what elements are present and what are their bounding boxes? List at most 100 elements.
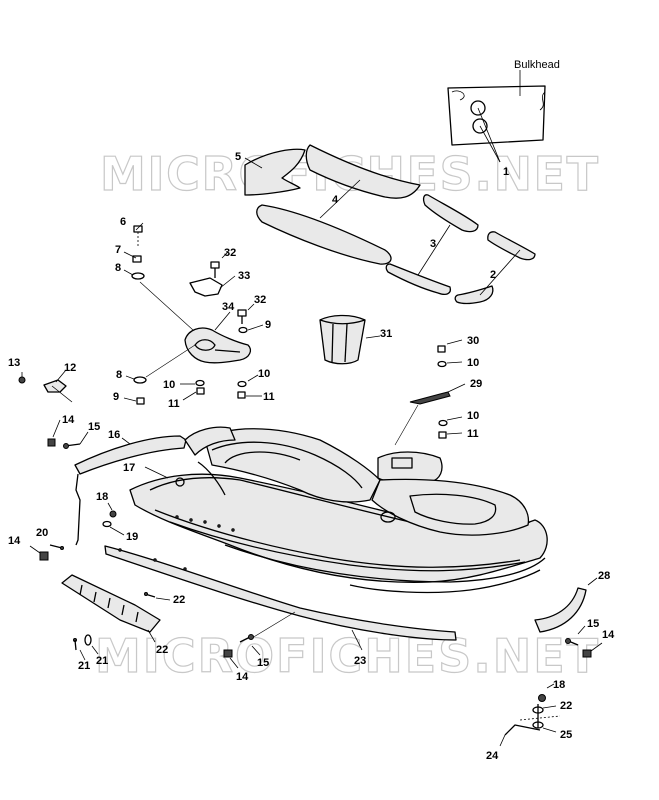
nut-18a: 18 — [96, 491, 117, 518]
mat-4-upper — [305, 144, 421, 199]
rail-25: 23 — [104, 545, 457, 667]
screw-20: 20 — [36, 527, 64, 550]
bolt-32a: 32 — [210, 247, 236, 278]
bolt-30: 30 — [437, 335, 479, 353]
washer-10c: 10 — [237, 368, 270, 388]
callout-14c: 14 — [236, 671, 249, 683]
callout-11a: 11 — [168, 398, 180, 410]
rub-rail-16: 16 — [74, 429, 187, 546]
washer-10d: 10 — [437, 357, 479, 369]
callout-3: 3 — [430, 238, 436, 250]
nut-7: 7 — [115, 244, 142, 263]
callout-2: 2 — [490, 269, 496, 281]
callout-8a: 8 — [115, 262, 121, 274]
bulkhead-label: Bulkhead — [514, 59, 560, 71]
nut-9: 9 — [113, 391, 145, 405]
callout-11c: 11 — [467, 428, 479, 440]
callout-10e: 10 — [467, 410, 479, 422]
nut-11b: 11 — [237, 391, 275, 403]
mat-3-lower: 3 — [385, 224, 452, 295]
callout-32b: 32 — [254, 294, 266, 306]
callout-33: 33 — [238, 270, 250, 282]
bolt-32b: 32 — [237, 294, 266, 324]
screw-15b: 15 — [239, 634, 269, 669]
callout-5: 5 — [235, 151, 241, 163]
callout-8b: 8 — [116, 369, 122, 381]
bracket-33: 33 — [189, 270, 250, 297]
callout-29: 29 — [470, 378, 482, 390]
callout-16: 16 — [108, 429, 120, 441]
washer-10a: 9 — [238, 319, 271, 334]
nut-11a: 11 — [168, 387, 205, 410]
bolt-6: 6 — [120, 216, 144, 246]
bracket-12: 12 — [43, 362, 76, 403]
callout-10a: 9 — [265, 319, 271, 331]
callout-34: 34 — [222, 301, 235, 313]
bracket-29: 29 — [394, 378, 482, 446]
handlebar-pad-34: 34 — [184, 301, 251, 364]
callout-12: 12 — [64, 362, 76, 374]
callout-30: 30 — [467, 335, 479, 347]
callout-13: 13 — [8, 357, 20, 369]
nut-18b: 18 — [538, 679, 565, 702]
washer-10e: 10 — [438, 410, 479, 427]
nut-14d: 14 — [582, 629, 615, 658]
callout-17: 17 — [123, 462, 135, 474]
washer-8b: 8 — [116, 344, 196, 384]
screw-24: 22 — [144, 592, 185, 606]
screw-21: 21 — [73, 638, 90, 672]
bracket-26: 24 — [486, 715, 561, 762]
washer-19: 19 — [102, 520, 138, 543]
callout-10b: 10 — [163, 379, 175, 391]
washer-8a: 8 — [115, 262, 194, 331]
callout-21: 21 — [78, 660, 90, 672]
callout-22b: 22 — [560, 700, 572, 712]
storage-basket-31: 31 — [319, 314, 392, 365]
callout-1: 1 — [503, 166, 509, 178]
mat-3-upper — [422, 194, 479, 233]
callout-24: 22 — [173, 594, 185, 606]
callout-11b: 11 — [263, 391, 275, 403]
callout-4: 4 — [332, 194, 339, 206]
callout-10d: 10 — [467, 357, 479, 369]
callout-32a: 32 — [224, 247, 236, 259]
callout-14b: 14 — [8, 535, 21, 547]
callout-25: 23 — [354, 655, 366, 667]
clip-13: 13 — [8, 357, 26, 384]
callout-18b: 18 — [553, 679, 565, 691]
mat-2-lower: 2 — [454, 249, 521, 305]
callout-26: 24 — [486, 750, 499, 762]
nut-11c: 11 — [438, 428, 479, 440]
callout-27: 25 — [560, 729, 572, 741]
washer-10b: 10 — [163, 379, 205, 391]
mat-2-upper — [487, 231, 536, 261]
rub-rail-28: 28 — [534, 570, 610, 633]
callout-19: 19 — [126, 531, 138, 543]
mat-5: 5 — [235, 148, 306, 196]
callout-14d: 14 — [602, 629, 615, 641]
nut-14c: 14 — [223, 649, 249, 683]
callout-6: 6 — [120, 216, 126, 228]
callout-14a: 14 — [62, 414, 75, 426]
bulkhead-panel: Bulkhead 1 — [447, 59, 560, 178]
callout-15b: 15 — [257, 657, 269, 669]
screw-15a: 15 — [63, 421, 100, 449]
callout-9: 9 — [113, 391, 119, 403]
callout-10c: 10 — [258, 368, 270, 380]
washer-27: 25 — [532, 704, 572, 741]
callout-7: 7 — [115, 244, 121, 256]
washer-22b: 22 — [532, 700, 572, 714]
callout-20: 20 — [36, 527, 48, 539]
mat-4-lower: 4 — [256, 179, 392, 265]
nut-14a: 14 — [47, 414, 75, 447]
callout-15a: 15 — [88, 421, 100, 433]
callout-23: 22 — [156, 644, 168, 656]
callout-15c: 15 — [587, 618, 599, 630]
callout-22a: 21 — [96, 655, 108, 667]
watermark-bottom: MICROFICHES.NET — [95, 629, 600, 683]
washer-22a: 21 — [84, 634, 108, 667]
callout-31: 31 — [380, 328, 392, 340]
callout-28: 28 — [598, 570, 610, 582]
hull-assembly: 17 — [123, 426, 548, 594]
